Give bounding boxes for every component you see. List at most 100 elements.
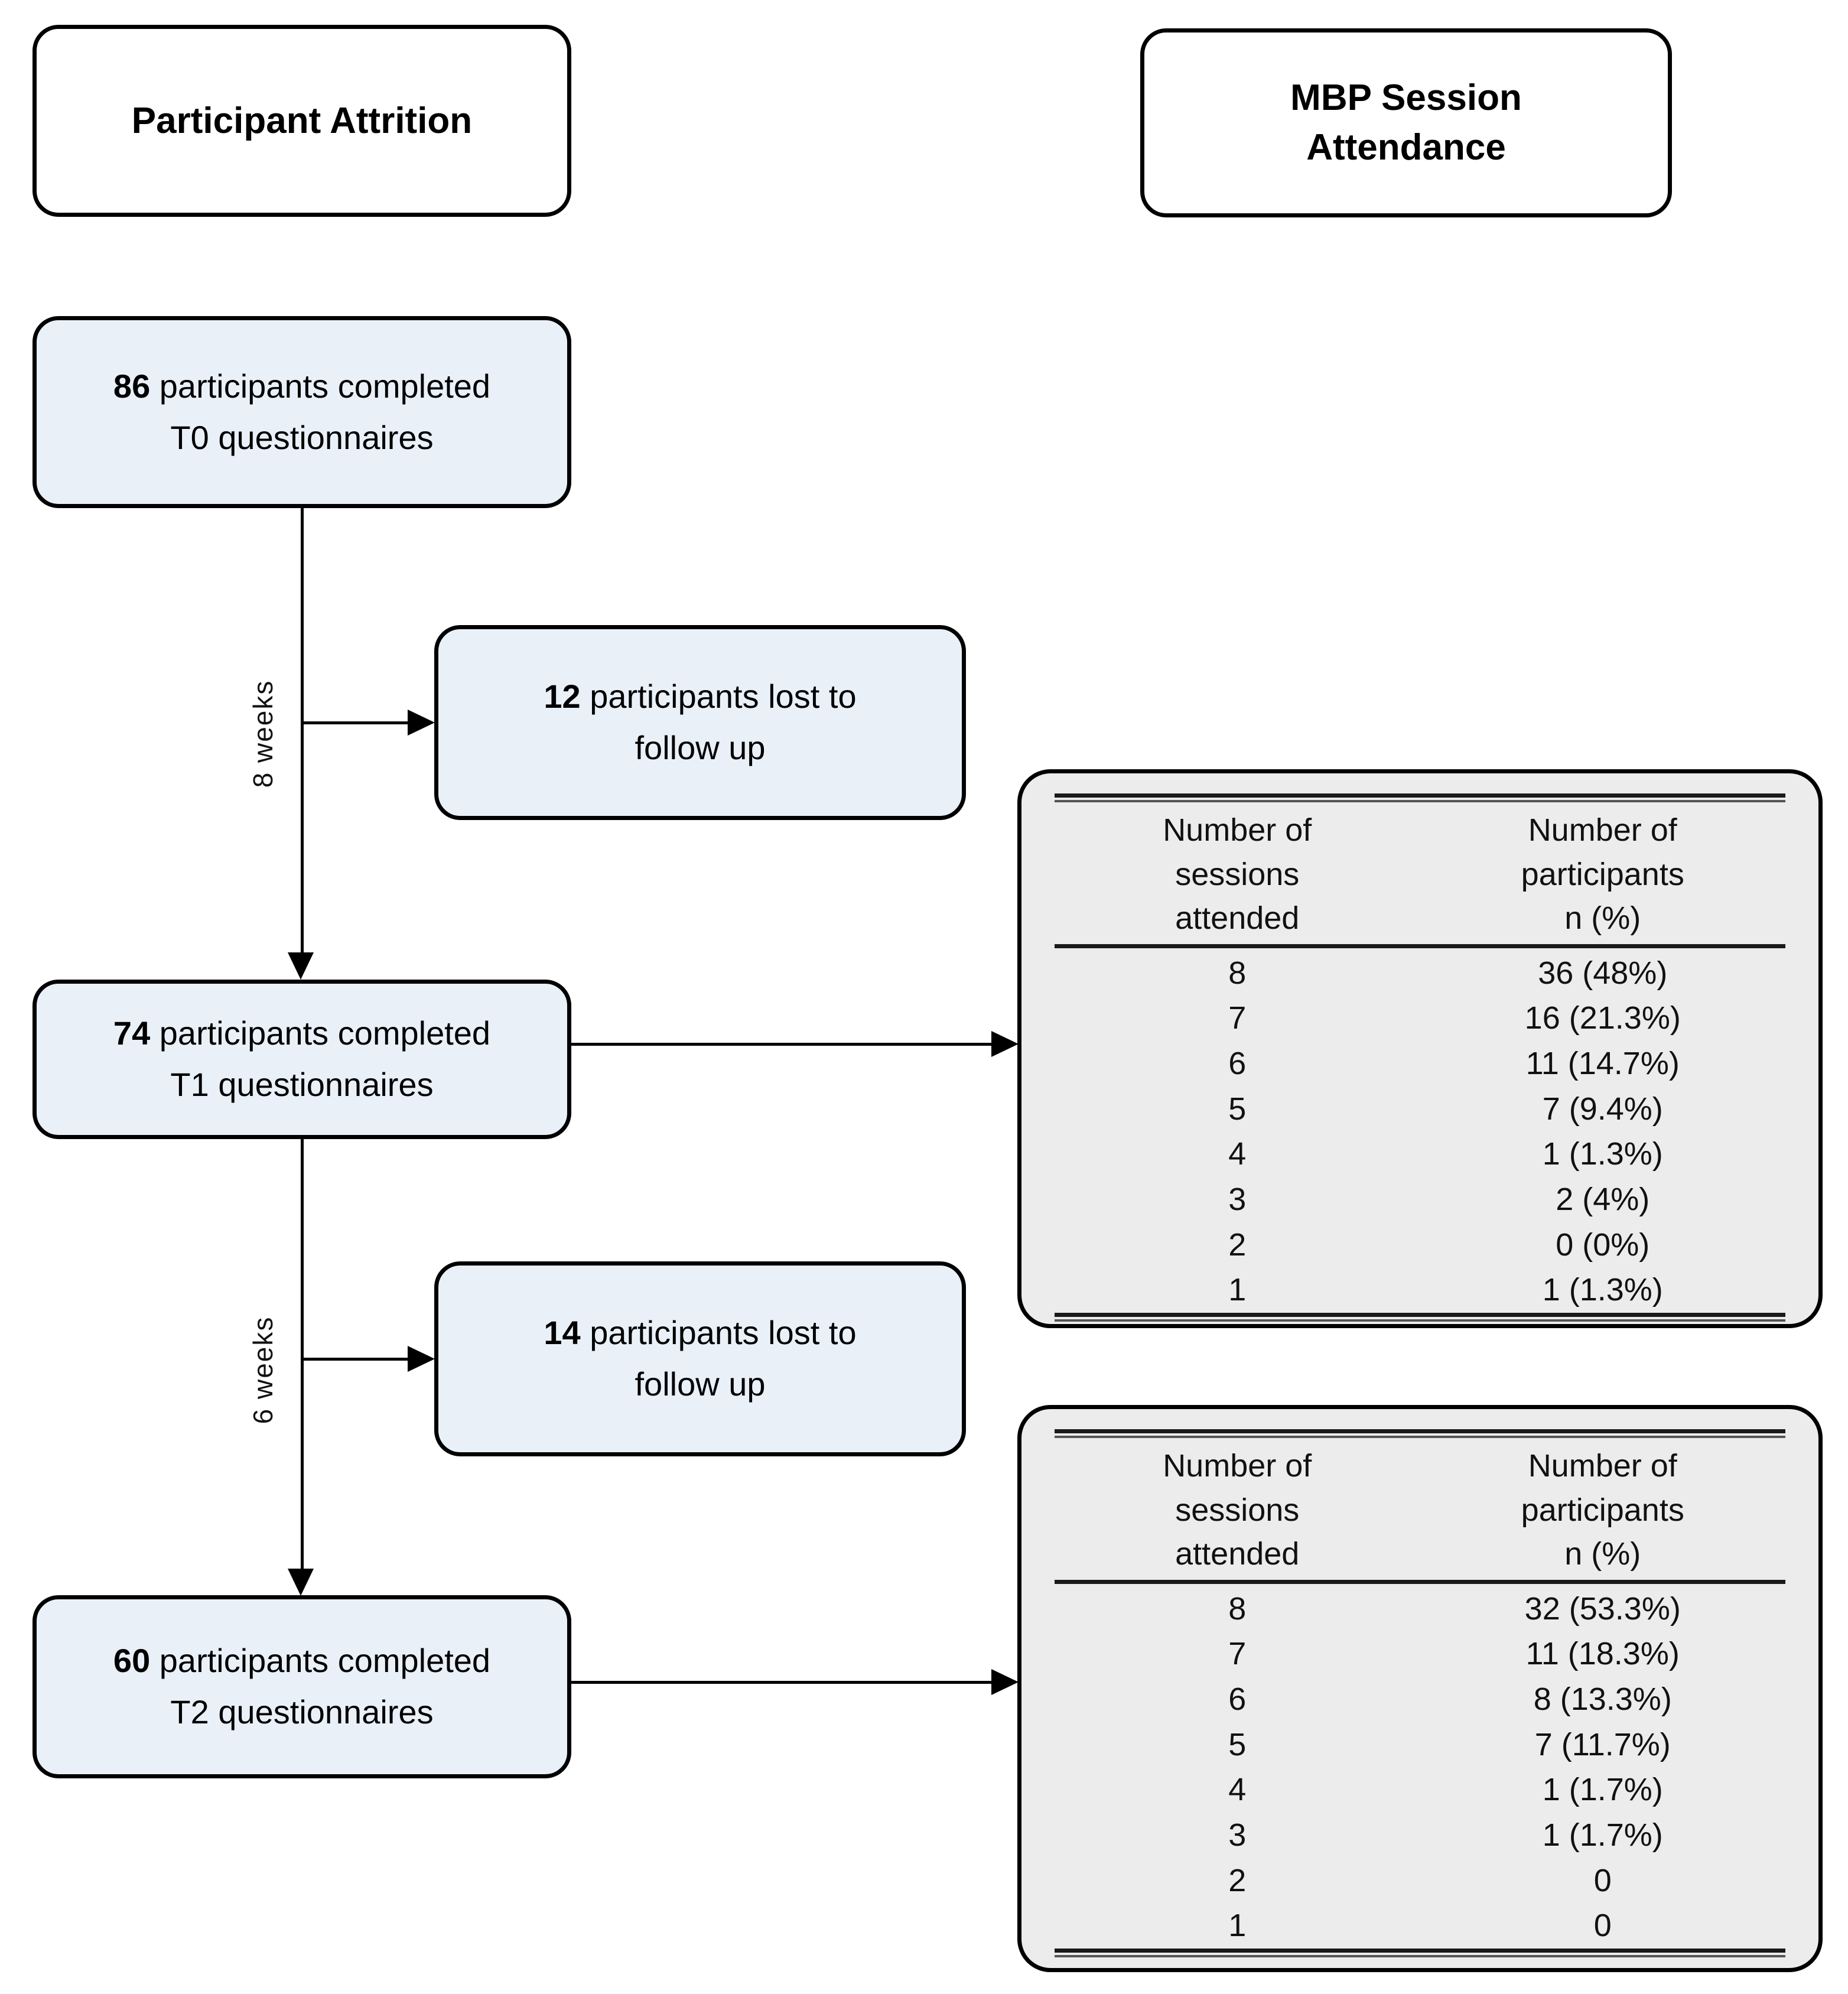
node-t0-line2: T0 questionnaires [170, 418, 434, 456]
table-row: 4 1 (1.7%) [1055, 1767, 1785, 1813]
table-row: 6 11 (14.7%) [1055, 1041, 1785, 1087]
table1-header-participants: Number of participants n (%) [1521, 812, 1684, 936]
attendance-table-t1-container: Number of sessions attended Number of pa… [1017, 769, 1823, 1328]
arrowhead-into-table2 [991, 1669, 1019, 1695]
cell-sessions-attended: 2 [1228, 1227, 1247, 1263]
cell-sessions-attended: 4 [1228, 1772, 1247, 1808]
cell-sessions-attended: 8 [1228, 955, 1247, 991]
cell-sessions-attended: 3 [1228, 1817, 1247, 1853]
table2-bottom-rule [1055, 1948, 1785, 1957]
table-row: 5 7 (11.7%) [1055, 1722, 1785, 1768]
cell-sessions-attended: 2 [1228, 1862, 1247, 1898]
attendance-table-t2: Number of sessions attended Number of pa… [1021, 1409, 1818, 1968]
table-row: 2 0 (0%) [1055, 1222, 1785, 1268]
cell-participants-n-pct: 16 (21.3%) [1524, 1000, 1681, 1036]
arrowhead-into-lost1 [408, 710, 435, 736]
connector-t1-to-t2 [301, 1139, 304, 1573]
cell-sessions-attended: 7 [1228, 1636, 1247, 1672]
table2-header-participants: Number of participants n (%) [1521, 1448, 1684, 1572]
attendance-table-t1: Number of sessions attended Number of pa… [1021, 773, 1818, 1324]
cell-participants-n-pct: 8 (13.3%) [1533, 1681, 1672, 1717]
table1-mid-rule [1055, 944, 1785, 948]
table-row: 8 36 (48%) [1055, 951, 1785, 996]
connector-t1-to-table1 [571, 1043, 997, 1046]
node-lost2-count: 14 [544, 1314, 581, 1352]
cell-participants-n-pct: 0 [1593, 1908, 1612, 1944]
cell-participants-n-pct: 0 [1593, 1862, 1612, 1898]
cell-sessions-attended: 8 [1228, 1590, 1247, 1627]
node-t1-line2: T1 questionnaires [170, 1066, 434, 1103]
node-t0-line1: 86 participants completed [113, 361, 490, 412]
table1-top-rule [1055, 793, 1785, 802]
node-lost1-count: 12 [544, 678, 581, 715]
table2-header-sessions: Number of sessions attended [1163, 1448, 1312, 1572]
connector-t1-to-lost2 [301, 1358, 413, 1361]
node-t0-rest: participants completed [150, 367, 491, 405]
node-lost-to-followup-1: 12 participants lost to follow up [434, 625, 966, 820]
node-lost2-rest: participants lost to [580, 1314, 857, 1352]
table-row: 3 1 (1.7%) [1055, 1813, 1785, 1858]
connector-t2-to-table2 [571, 1681, 997, 1684]
node-t2-count: 60 [113, 1642, 151, 1680]
table-row: 7 16 (21.3%) [1055, 996, 1785, 1041]
cell-participants-n-pct: 7 (9.4%) [1542, 1091, 1663, 1127]
table2-header-row: Number of sessions attended Number of pa… [1055, 1438, 1785, 1580]
cell-participants-n-pct: 7 (11.7%) [1534, 1726, 1671, 1762]
table2-body: 8 32 (53.3%) 7 11 (18.3%) 6 8 (13.3%) 5 7 (11.7… [1055, 1584, 1785, 1949]
node-t1-count: 74 [113, 1014, 151, 1052]
panel-title-right-line1: MBP Session [1290, 77, 1522, 119]
connector-t0-to-t1 [301, 508, 304, 957]
node-lost1-line2: follow up [635, 729, 766, 766]
cell-participants-n-pct: 32 (53.3%) [1524, 1590, 1681, 1627]
cell-participants-n-pct: 1 (1.3%) [1542, 1272, 1663, 1308]
cell-participants-n-pct: 0 (0%) [1556, 1227, 1650, 1263]
table-row: 6 8 (13.3%) [1055, 1677, 1785, 1722]
table1-bottom-rule [1055, 1312, 1785, 1322]
cell-participants-n-pct: 11 (14.7%) [1525, 1045, 1680, 1081]
connector-t0-to-lost1 [301, 721, 413, 724]
node-lost1-rest: participants lost to [580, 678, 857, 715]
node-lost2-line2: follow up [635, 1365, 766, 1403]
node-lost2-line1: 14 participants lost to [544, 1307, 856, 1359]
table-row: 5 7 (9.4%) [1055, 1087, 1785, 1132]
node-t0-completed: 86 participants completed T0 questionnai… [32, 316, 571, 508]
cell-participants-n-pct: 11 (18.3%) [1525, 1636, 1680, 1672]
cell-participants-n-pct: 1 (1.7%) [1542, 1817, 1663, 1853]
cell-sessions-attended: 5 [1228, 1091, 1247, 1127]
arrowhead-into-table1 [991, 1031, 1019, 1057]
cell-participants-n-pct: 2 (4%) [1556, 1181, 1650, 1217]
arrowhead-into-t2 [288, 1569, 314, 1596]
cell-sessions-attended: 7 [1228, 1000, 1247, 1036]
cell-sessions-attended: 6 [1228, 1681, 1247, 1717]
arrowhead-into-t1 [288, 952, 314, 980]
table2-top-rule [1055, 1429, 1785, 1438]
panel-title-participant-attrition: Participant Attrition [32, 25, 571, 217]
node-t1-line1: 74 participants completed [113, 1008, 490, 1059]
cell-participants-n-pct: 36 (48%) [1538, 955, 1668, 991]
attendance-table-t2-container: Number of sessions attended Number of pa… [1017, 1405, 1823, 1972]
node-t0-count: 86 [113, 367, 151, 405]
node-lost-to-followup-2: 14 participants lost to follow up [434, 1261, 966, 1456]
node-t2-line1: 60 participants completed [113, 1635, 490, 1687]
cell-sessions-attended: 5 [1228, 1726, 1247, 1762]
node-t2-completed: 60 participants completed T2 questionnai… [32, 1595, 571, 1778]
table-row: 1 1 (1.3%) [1055, 1267, 1785, 1313]
table1-body: 8 36 (48%) 7 16 (21.3%) 6 11 (14.7%) 5 7 (9.4%)… [1055, 948, 1785, 1313]
cell-sessions-attended: 1 [1228, 1272, 1247, 1308]
label-interval-8-weeks: 8 weeks [248, 679, 278, 788]
node-t2-line2: T2 questionnaires [170, 1693, 434, 1730]
table2-mid-rule [1055, 1579, 1785, 1584]
cell-participants-n-pct: 1 (1.3%) [1542, 1136, 1663, 1172]
table-row: 8 32 (53.3%) [1055, 1586, 1785, 1632]
arrowhead-into-lost2 [408, 1346, 435, 1372]
node-t1-rest: participants completed [150, 1014, 491, 1052]
panel-title-mbp-session-attendance: MBP Session Attendance [1140, 28, 1672, 217]
cell-sessions-attended: 6 [1228, 1045, 1247, 1081]
node-lost1-line1: 12 participants lost to [544, 671, 856, 723]
label-interval-6-weeks: 6 weeks [248, 1316, 278, 1424]
cell-participants-n-pct: 1 (1.7%) [1542, 1772, 1663, 1808]
